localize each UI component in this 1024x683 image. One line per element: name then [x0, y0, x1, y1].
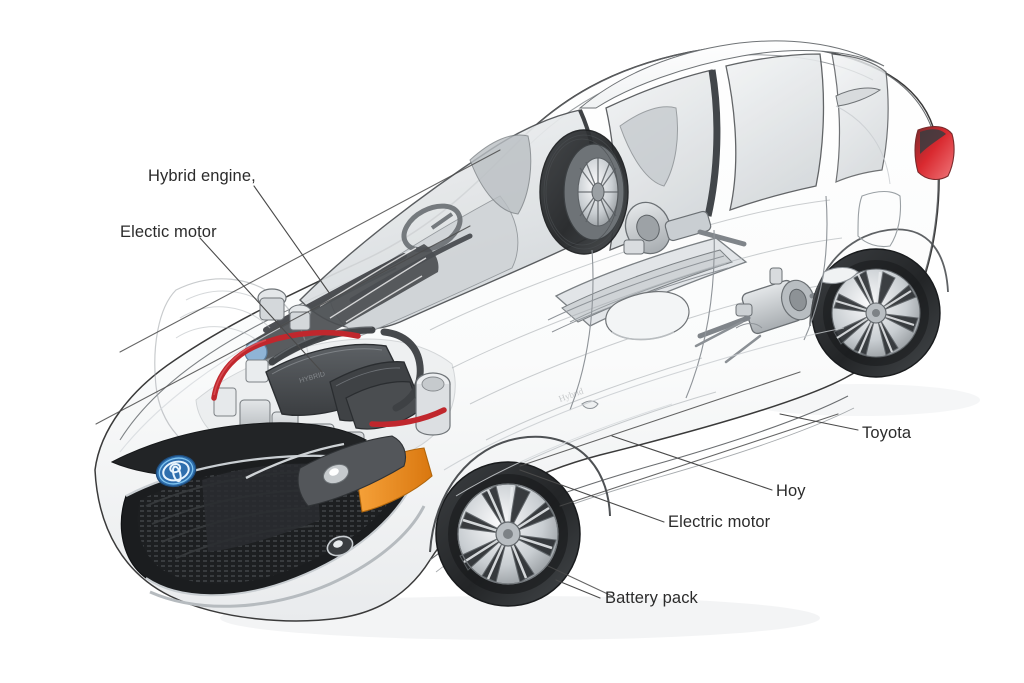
intake-tubing	[268, 326, 424, 412]
fuel-door	[857, 190, 902, 248]
headlight	[245, 435, 433, 513]
leader-toyota	[779, 413, 859, 431]
toyota-hybrid-emblem	[155, 454, 197, 488]
front-transaxle	[623, 201, 747, 255]
rear-drive-unit	[694, 267, 849, 364]
rear-wheel	[809, 228, 949, 378]
roof-panel	[578, 40, 885, 109]
front-wheel	[429, 435, 611, 607]
steering-wheel	[401, 203, 463, 253]
callout-label-battery-pack: Battery pack	[605, 589, 698, 607]
door-details	[569, 195, 859, 411]
callout-leader-lines	[95, 149, 859, 599]
leader-battery-pack	[555, 579, 601, 599]
body-highlights	[119, 105, 891, 497]
cabin-glass	[246, 53, 889, 366]
fluid-reservoirs	[257, 288, 451, 436]
callout-label-hybrid-engine: Hybrid engine,	[148, 167, 256, 185]
leader-hoy	[611, 435, 773, 491]
callout-label-toyota: Toyota	[862, 424, 912, 442]
callout-label-electric-motor: Electric motor	[668, 513, 771, 531]
side-mirror	[605, 291, 690, 341]
taillight	[914, 125, 955, 181]
leader-electic-motor	[199, 237, 323, 373]
leader-hybrid-engine	[253, 185, 331, 295]
callout-label-electic-motor: Electic motor	[120, 223, 217, 241]
leader-electric-motor	[519, 469, 665, 523]
callout-label-hoy: Hoy	[776, 482, 806, 500]
cutaway-wheel-assembly	[539, 129, 629, 255]
